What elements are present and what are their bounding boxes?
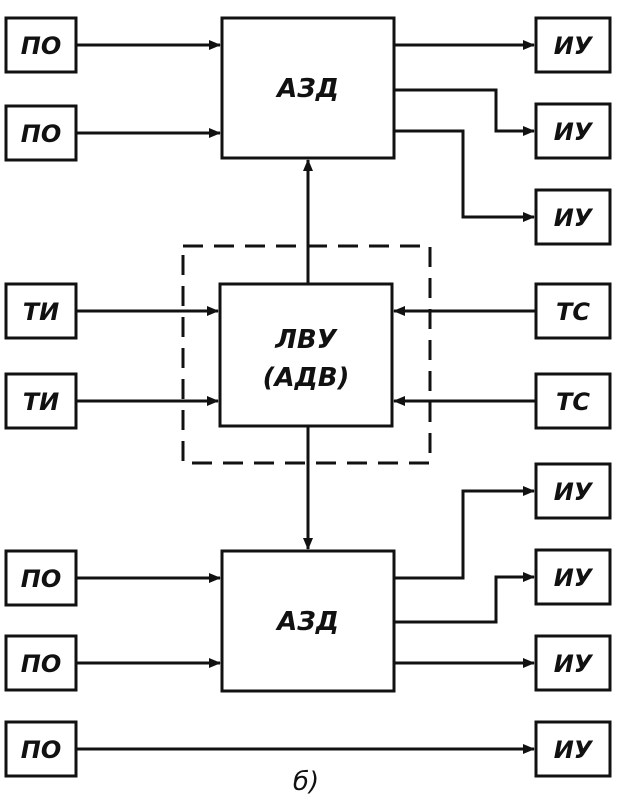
left-input-po-1: ПО (4, 16, 78, 74)
block-azd-top: АЗД (220, 16, 396, 160)
left-input-po-4-label: ПО (21, 650, 62, 678)
right-output-iu-3: ИУ (534, 188, 612, 246)
right-input-ts-1-label: ТС (556, 298, 590, 326)
block-azd-bottom: АЗД (220, 549, 396, 693)
right-output-iu-2: ИУ (534, 102, 612, 160)
left-input-ti-2: ТИ (4, 372, 78, 430)
right-output-iu-7-label: ИУ (554, 736, 594, 764)
left-input-po-1-label: ПО (21, 32, 62, 60)
right-output-iu-6: ИУ (534, 634, 612, 692)
right-output-iu-5-label: ИУ (554, 564, 594, 592)
right-output-iu-1-label: ИУ (554, 32, 594, 60)
block-lvu-label-line2: (АДВ) (263, 363, 350, 393)
block-azd-top-label: АЗД (275, 74, 339, 104)
right-input-ts-2-label: ТС (556, 388, 590, 416)
left-input-ti-1: ТИ (4, 282, 78, 340)
left-input-po-2: ПО (4, 104, 78, 162)
left-input-ti-1-label: ТИ (23, 298, 59, 326)
right-output-iu-6-label: ИУ (554, 650, 594, 678)
right-input-ts-2: ТС (534, 372, 612, 430)
figure-caption: б) (293, 767, 319, 797)
left-input-ti-2-label: ТИ (23, 388, 59, 416)
lvu-dashed-frame (181, 244, 432, 465)
left-input-po-4: ПО (4, 634, 78, 692)
block-lvu: ЛВУ (АДВ) (218, 282, 394, 428)
right-input-ts-1: ТС (534, 282, 612, 340)
left-input-po-5: ПО (4, 720, 78, 778)
right-output-iu-5: ИУ (534, 548, 612, 606)
right-output-iu-4: ИУ (534, 462, 612, 520)
left-input-po-3-label: ПО (21, 565, 62, 593)
left-input-po-3: ПО (4, 549, 78, 607)
block-azd-bottom-label: АЗД (275, 607, 339, 637)
arrow-azd-bottom-to-iu5 (394, 572, 535, 624)
arrow-azd-top-to-iu3 (394, 129, 535, 222)
connectors (76, 40, 536, 754)
block-lvu-label-line1: ЛВУ (274, 325, 338, 355)
right-output-iu-7: ИУ (534, 720, 612, 778)
right-output-iu-3-label: ИУ (554, 204, 594, 232)
right-output-iu-4-label: ИУ (554, 478, 594, 506)
arrow-azd-bottom-to-iu4 (394, 486, 535, 580)
left-input-po-2-label: ПО (21, 120, 62, 148)
right-output-iu-2-label: ИУ (554, 118, 594, 146)
right-output-iu-1: ИУ (534, 16, 612, 74)
left-input-po-5-label: ПО (21, 736, 62, 764)
arrow-azd-top-to-iu2 (394, 88, 535, 136)
